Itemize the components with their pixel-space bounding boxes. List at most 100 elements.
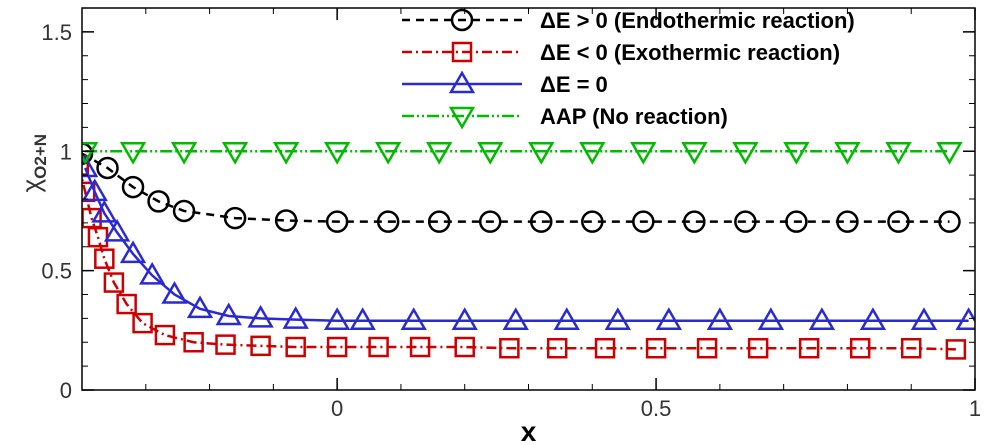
- data-point: [732, 142, 759, 165]
- x-tick-label: 0: [331, 396, 343, 421]
- data-point: [250, 335, 271, 357]
- data-point: [454, 336, 475, 358]
- data-point: [91, 199, 118, 223]
- data-point: [326, 336, 348, 358]
- data-point: [82, 155, 90, 176]
- y-tick-label: 1.5: [41, 20, 72, 45]
- data-point: [887, 210, 910, 233]
- data-point: [119, 142, 147, 165]
- series-line: [82, 152, 950, 223]
- legend-label: ΔE > 0 (Endothermic reaction): [540, 8, 855, 33]
- data-point: [630, 142, 657, 165]
- data-point: [323, 307, 351, 331]
- y-axis-label-base: χ: [16, 178, 46, 192]
- data-point: [323, 142, 351, 165]
- data-point: [530, 210, 553, 233]
- data-point: [121, 175, 145, 199]
- data-point: [955, 307, 975, 331]
- data-point: [426, 142, 453, 165]
- data-point: [645, 337, 667, 359]
- data-point: [325, 210, 349, 233]
- data-point: [579, 142, 606, 165]
- data-point: [683, 210, 706, 233]
- series-line: [84, 167, 969, 323]
- legend-label: AAP (No reaction): [540, 104, 728, 129]
- data-point: [747, 337, 769, 359]
- data-point: [215, 334, 236, 355]
- plot-frame: [81, 7, 976, 391]
- data-point: [147, 190, 170, 213]
- data-point: [186, 295, 214, 319]
- data-point: [632, 210, 655, 233]
- data-point: [734, 210, 757, 233]
- data-point: [400, 307, 427, 331]
- series-3: [82, 142, 963, 165]
- legend-marker: [448, 106, 476, 130]
- data-point: [376, 210, 400, 233]
- data-point: [247, 304, 274, 328]
- data-point: [172, 199, 196, 223]
- data-point: [154, 324, 176, 346]
- data-point: [103, 218, 131, 242]
- data-point: [553, 307, 580, 331]
- data-point: [655, 307, 682, 331]
- series-2: [82, 154, 975, 331]
- data-point: [349, 307, 376, 331]
- data-point: [502, 307, 529, 331]
- data-point: [223, 206, 247, 230]
- data-point: [478, 210, 502, 233]
- data-point: [368, 336, 389, 358]
- x-axis-label: x: [521, 416, 537, 445]
- data-point: [885, 142, 912, 165]
- data-point: [161, 281, 188, 304]
- data-point: [82, 154, 99, 178]
- data-point: [834, 142, 861, 165]
- data-point: [451, 307, 478, 331]
- data-point: [94, 248, 115, 269]
- data-point: [103, 272, 125, 293]
- series-1: [82, 155, 967, 360]
- data-point: [757, 307, 785, 331]
- data-point: [546, 337, 568, 359]
- data-point: [836, 210, 859, 233]
- data-point: [170, 142, 198, 165]
- data-point: [427, 210, 451, 233]
- data-point: [808, 307, 836, 331]
- data-point: [798, 337, 820, 359]
- x-tick-label: 1: [969, 396, 981, 421]
- legend-label: ΔE < 0 (Exothermic reaction): [540, 40, 840, 65]
- data-point: [945, 339, 967, 360]
- data-point: [282, 306, 309, 329]
- legend-marker: [450, 8, 474, 32]
- data-point: [900, 337, 922, 359]
- data-point: [594, 337, 616, 359]
- data-point: [604, 307, 631, 331]
- legend-marker: [451, 41, 473, 63]
- data-point: [936, 142, 963, 165]
- data-point: [116, 293, 137, 315]
- y-tick-label: 1: [60, 139, 72, 164]
- data-point: [285, 336, 306, 358]
- data-point: [215, 302, 242, 326]
- x-tick-label: 0.5: [641, 396, 672, 421]
- data-point: [183, 332, 204, 353]
- data-point: [681, 142, 708, 165]
- data-point: [138, 261, 166, 285]
- y-tick-label: 0: [60, 378, 72, 403]
- data-point: [706, 307, 734, 331]
- data-point: [82, 142, 94, 165]
- legend-marker: [448, 70, 476, 94]
- data-point: [82, 178, 108, 202]
- y-axis-label-sub: O2+N: [31, 134, 50, 179]
- series-layer: [82, 142, 975, 360]
- data-point: [375, 142, 402, 165]
- data-point: [938, 210, 961, 233]
- data-point: [477, 142, 504, 165]
- data-point: [82, 142, 99, 165]
- data-point: [119, 240, 147, 264]
- series-0: [82, 142, 961, 233]
- data-point: [696, 337, 718, 359]
- data-point: [96, 156, 119, 180]
